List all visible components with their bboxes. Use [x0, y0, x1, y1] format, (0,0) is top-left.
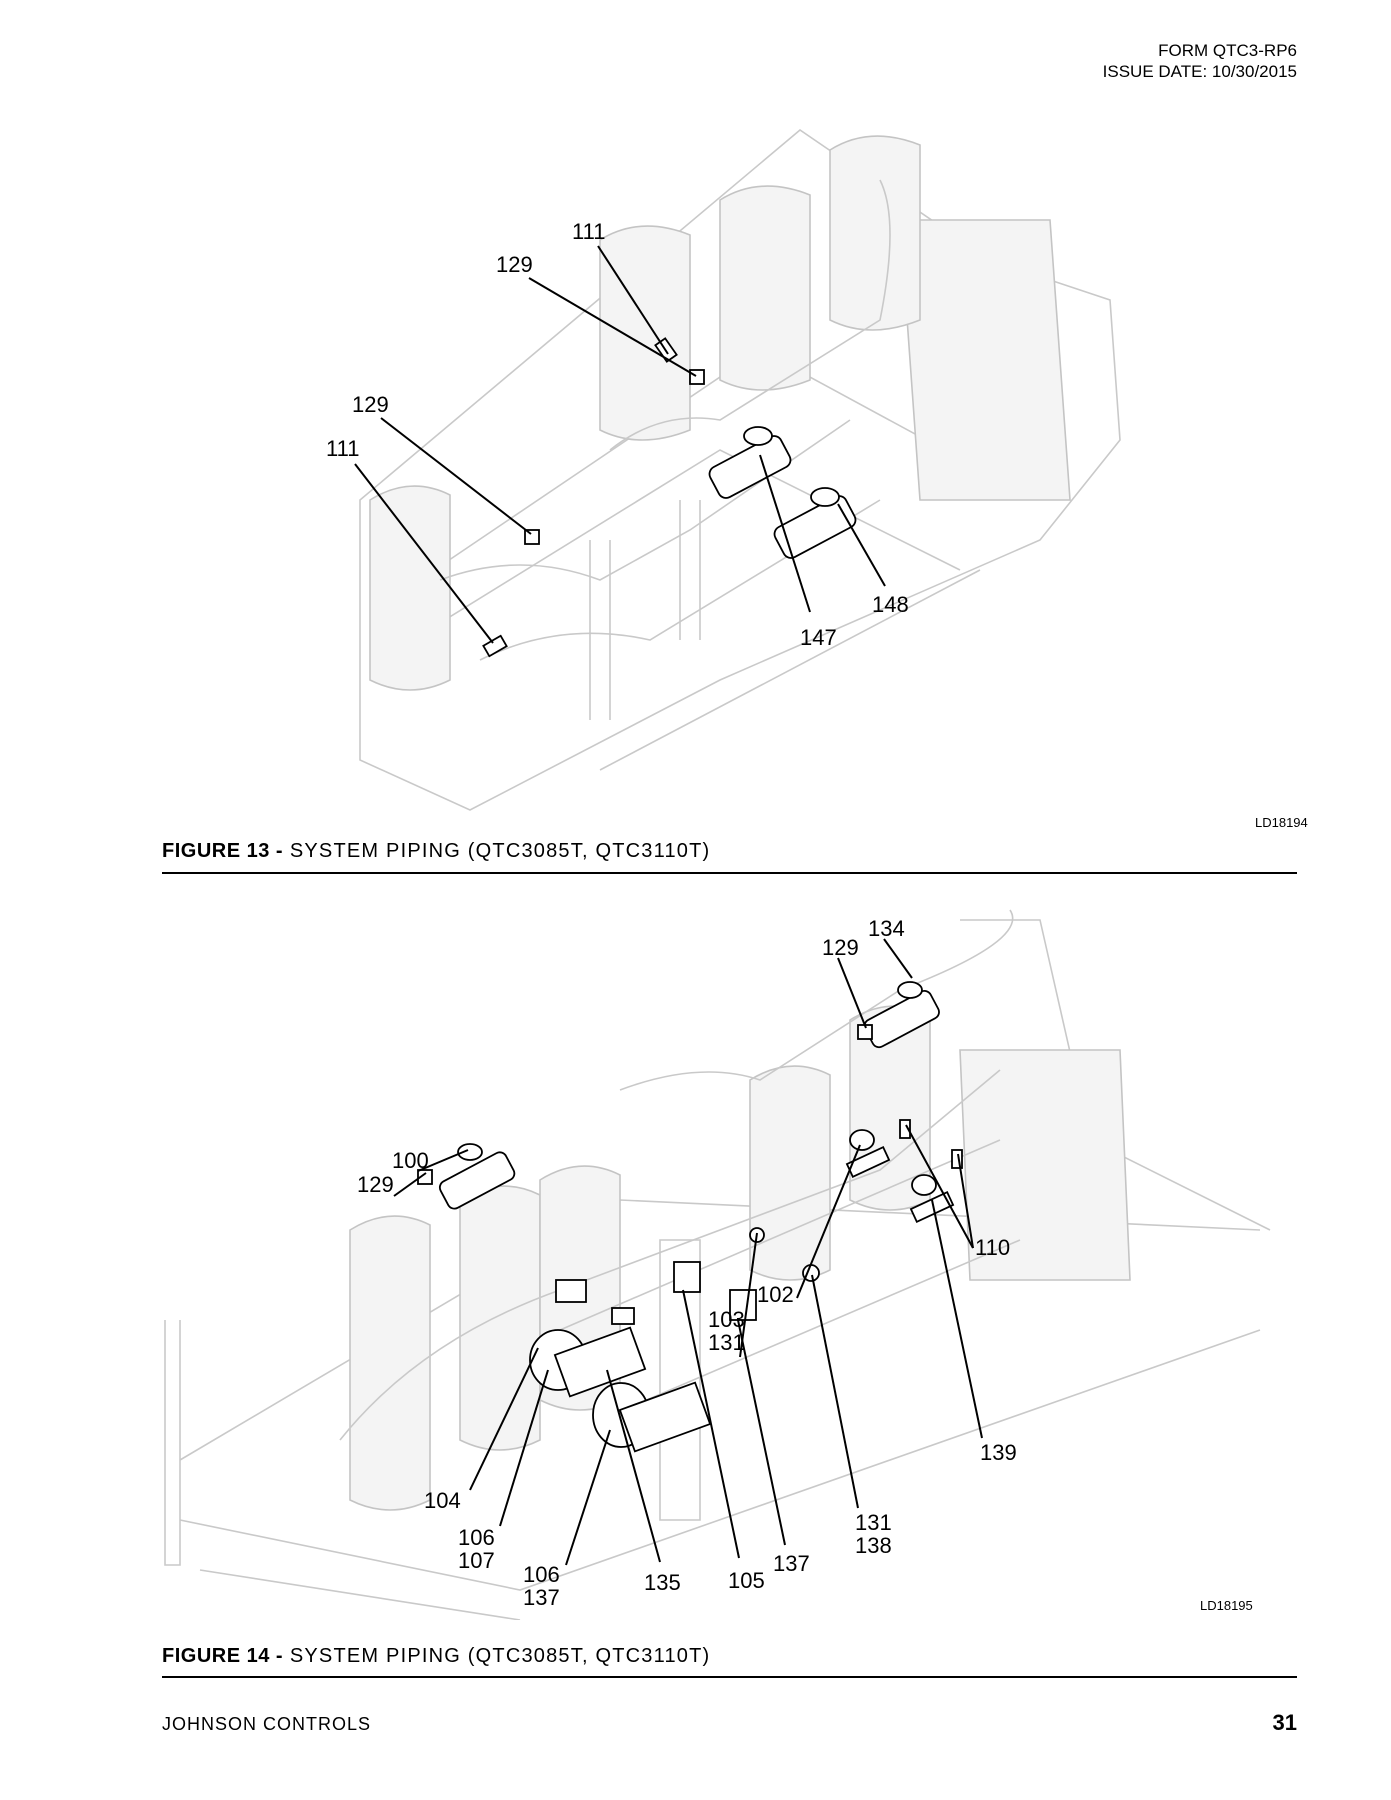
fig13-leaders [354, 245, 886, 644]
fig14-callout-138: 138 [855, 1533, 892, 1558]
fig13-callout-111-left: 111 [326, 436, 359, 461]
page-header: FORM QTC3-RP6 ISSUE DATE: 10/30/2015 [1103, 40, 1297, 82]
fig13-callout-129-top: 129 [496, 252, 533, 277]
figure-14-label: FIGURE 14 - [162, 1645, 284, 1667]
fig14-callout-134: 134 [868, 916, 905, 941]
fig14-callout-131-low: 131 [855, 1510, 892, 1535]
fig14-callout-100: 100 [392, 1148, 429, 1173]
fig14-callout-106-a: 106 [458, 1525, 495, 1550]
fig14-callout-107: 107 [458, 1548, 495, 1573]
fig13-drawing-code: LD18194 [1255, 815, 1308, 830]
issue-date: ISSUE DATE: 10/30/2015 [1102, 62, 1297, 81]
form-number: FORM QTC3-RP6 [1158, 41, 1297, 60]
fig14-callout-129-left: 129 [357, 1172, 394, 1197]
figure-13-drawing: 111 129 129 111 148 147 [0, 120, 1391, 820]
fig14-callout-110: 110 [975, 1235, 1010, 1260]
fig14-components [417, 981, 963, 1453]
figure-14-caption: FIGURE 14 - SYSTEM PIPING (QTC3085T, QTC… [162, 1645, 710, 1668]
fig14-callout-103: 103 [708, 1307, 745, 1332]
fig14-callout-135: 135 [644, 1570, 681, 1595]
figure-13-caption: FIGURE 13 - SYSTEM PIPING (QTC3085T, QTC… [162, 840, 710, 863]
figure-14-drawing: 134 129 100 129 110 102 103 131 139 104 … [0, 900, 1391, 1620]
fig14-callout-129-top: 129 [822, 935, 859, 960]
fig13-callout-147: 147 [800, 625, 837, 650]
fig13-callout-129-left: 129 [352, 392, 389, 417]
fig14-callout-131-mid: 131 [708, 1330, 745, 1355]
fig14-callout-106-b: 106 [523, 1562, 560, 1587]
chiller-frame-outline-2 [164, 909, 1271, 1620]
chiller-frame-outline [359, 128, 1121, 811]
fig14-callout-137-a: 137 [523, 1585, 560, 1610]
fig13-callout-111-top: 111 [572, 219, 605, 244]
fig14-callout-137-b: 137 [773, 1551, 810, 1576]
fig13-callout-148: 148 [872, 592, 909, 617]
fig14-drawing-code: LD18195 [1200, 1598, 1253, 1613]
fig14-callout-102: 102 [757, 1282, 794, 1307]
page-number: 31 [1272, 1710, 1297, 1735]
footer-company: JOHNSON CONTROLS [162, 1714, 372, 1734]
fig14-callout-104: 104 [424, 1488, 461, 1513]
figure-13-title: SYSTEM PIPING (QTC3085T, QTC3110T) [289, 840, 711, 862]
fig14-callout-105: 105 [728, 1568, 765, 1593]
fig14-leaders [393, 938, 983, 1566]
figure-13-label: FIGURE 13 - [162, 840, 284, 862]
fig14-callout-139: 139 [980, 1440, 1017, 1465]
figure-14-title: SYSTEM PIPING (QTC3085T, QTC3110T) [289, 1645, 711, 1667]
figure-13-rule [162, 872, 1297, 874]
figure-14-rule [162, 1676, 1297, 1678]
